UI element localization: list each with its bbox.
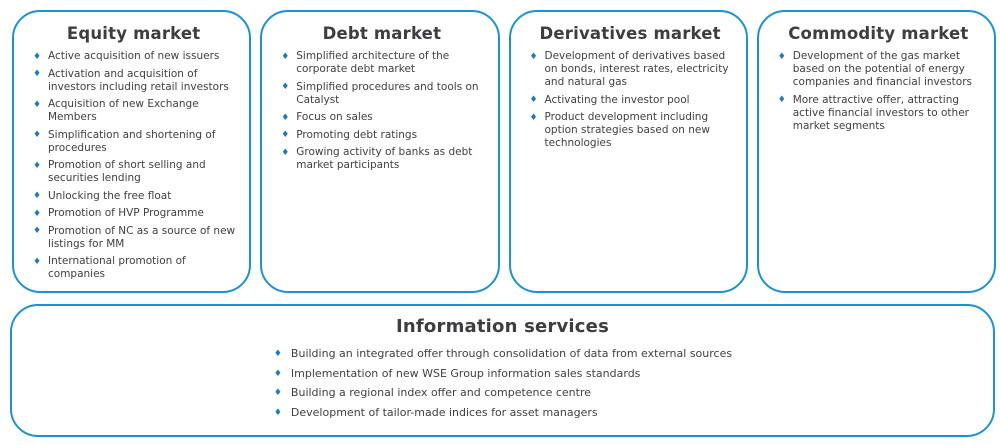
list-item-text: Promotion of HVP Programme	[48, 207, 204, 219]
list-item: ♦ International promotion of companies	[32, 255, 241, 281]
list-item-text: More attractive offer, attracting active…	[792, 93, 969, 132]
list-item: ♦ Simplified procedures and tools on Cata…	[280, 81, 489, 107]
card-debt-market: Debt market ♦ Simplified architecture of …	[260, 10, 500, 293]
diamond-bullet-icon: ♦	[33, 160, 42, 171]
list-item-text: Activation and acquisition of investors …	[48, 67, 229, 93]
list-item-text: Simplified procedures and tools on Catal…	[296, 80, 479, 106]
commodity-market-list: ♦ Development of the gas market based on …	[769, 50, 988, 133]
card-derivatives-market: Derivatives market ♦ Development of deriv…	[508, 10, 748, 293]
diamond-bullet-icon: ♦	[777, 51, 786, 62]
list-item-text: Promotion of short selling and securitie…	[48, 159, 206, 184]
diamond-bullet-icon: ♦	[281, 112, 290, 123]
diamond-bullet-icon: ♦	[281, 82, 290, 92]
diamond-bullet-icon: ♦	[281, 51, 290, 62]
diamond-bullet-icon: ♦	[529, 95, 538, 105]
list-item-text: Activating the investor pool	[544, 93, 690, 106]
diamond-bullet-icon: ♦	[33, 69, 42, 79]
diamond-bullet-icon: ♦	[33, 256, 42, 267]
list-item: ♦ Simplified architecture of the corporat…	[280, 50, 489, 76]
list-item: ♦ Growing activity of banks as debt marke…	[280, 146, 489, 172]
list-item-text: Development of tailor-made indices for a…	[290, 405, 598, 419]
diamond-bullet-icon: ♦	[33, 191, 42, 201]
diamond-bullet-icon: ♦	[273, 368, 282, 379]
list-item: ♦ Acquisition of new Exchange Members	[32, 98, 241, 124]
list-item-text: International promotion of companies	[48, 255, 186, 280]
equity-market-list: ♦ Active acquisition of new issuers ♦ Acti…	[24, 50, 243, 281]
list-item-text: Development of derivatives based on bond…	[544, 50, 729, 88]
diamond-bullet-icon: ♦	[273, 388, 282, 398]
list-item: ♦ Unlocking the free float	[32, 190, 241, 203]
list-item-text: Simplification and shortening of procedu…	[48, 128, 216, 154]
card-title-equity-market: Equity market	[66, 24, 201, 43]
list-item-text: Implementation of new WSE Group informat…	[290, 366, 641, 380]
card-title-derivatives-market: Derivatives market	[539, 24, 721, 43]
list-item: ♦ Promoting debt ratings	[280, 129, 489, 142]
card-commodity-market: Commodity market ♦ Development of the gas…	[756, 10, 996, 293]
diamond-bullet-icon: ♦	[33, 130, 42, 140]
diamond-bullet-icon: ♦	[529, 51, 538, 62]
list-item: ♦ Active acquisition of new issuers	[32, 50, 241, 63]
list-item: ♦ Implementation of new WSE Group informa…	[273, 367, 732, 381]
info-services-list: ♦ Building an integrated offer through co…	[273, 347, 732, 420]
list-item-text: Acquisition of new Exchange Members	[48, 98, 199, 123]
list-item: ♦ Building a regional index offer and com…	[273, 386, 732, 400]
diamond-bullet-icon: ♦	[281, 147, 290, 158]
list-item-text: Promotion of NC as a source of new listi…	[48, 224, 236, 250]
list-item: ♦ Focus on sales	[280, 111, 489, 124]
diamond-bullet-icon: ♦	[33, 51, 42, 62]
diamond-bullet-icon: ♦	[777, 95, 786, 105]
list-item-text: Development of the gas market based on t…	[792, 50, 972, 88]
list-item-text: Simplified architecture of the corporate…	[296, 50, 450, 75]
diamond-bullet-icon: ♦	[273, 407, 282, 418]
list-item-text: Building an integrated offer through con…	[290, 347, 733, 360]
list-item: ♦ Activation and acquisition of investors…	[32, 68, 241, 94]
list-item-text: Focus on sales	[296, 111, 373, 123]
diamond-bullet-icon: ♦	[33, 208, 42, 219]
list-item: ♦ Development of derivatives based on bon…	[529, 50, 738, 89]
diamond-bullet-icon: ♦	[281, 130, 290, 140]
list-item-text: Product development including option str…	[544, 111, 710, 149]
list-item-text: Unlocking the free float	[48, 189, 172, 202]
card-title-debt-market: Debt market	[322, 24, 442, 43]
list-item: ♦ Development of tailor-made indices for …	[273, 406, 732, 420]
diamond-bullet-icon: ♦	[529, 112, 538, 123]
debt-market-list: ♦ Simplified architecture of the corporat…	[272, 50, 491, 172]
info-services-title: Information services	[395, 316, 609, 337]
markets-row: Equity market ♦ Active acquisition of new…	[12, 10, 996, 293]
list-item: ♦ Promotion of short selling and securiti…	[32, 159, 241, 185]
list-item-text: Active acquisition of new issuers	[48, 50, 220, 62]
list-item-text: Building a regional index offer and comp…	[290, 386, 591, 399]
diamond-bullet-icon: ♦	[273, 349, 282, 359]
list-item: ♦ Development of the gas market based on …	[777, 50, 986, 89]
derivatives-market-list: ♦ Development of derivatives based on bon…	[521, 50, 740, 150]
list-item: ♦ Promotion of NC as a source of new list…	[32, 225, 241, 251]
card-equity-market: Equity market ♦ Active acquisition of new…	[12, 10, 252, 293]
list-item: ♦ Simplification and shortening of proced…	[32, 129, 241, 155]
info-services-panel: Information services ♦ Building an integr…	[10, 304, 995, 437]
diamond-bullet-icon: ♦	[33, 226, 42, 236]
list-item: ♦ More attractive offer, attracting activ…	[777, 94, 986, 133]
list-item: ♦ Product development including option st…	[529, 111, 738, 150]
list-item: ♦ Building an integrated offer through co…	[273, 347, 732, 361]
list-item-text: Promoting debt ratings	[296, 128, 418, 141]
slide-canvas: Equity market ♦ Active acquisition of new…	[0, 10, 1000, 445]
list-item: ♦ Activating the investor pool	[529, 94, 738, 107]
diamond-bullet-icon: ♦	[33, 99, 42, 110]
list-item-text: Growing activity of banks as debt market…	[296, 146, 473, 171]
list-item: ♦ Promotion of HVP Programme	[32, 207, 241, 220]
card-title-commodity-market: Commodity market	[788, 24, 969, 43]
